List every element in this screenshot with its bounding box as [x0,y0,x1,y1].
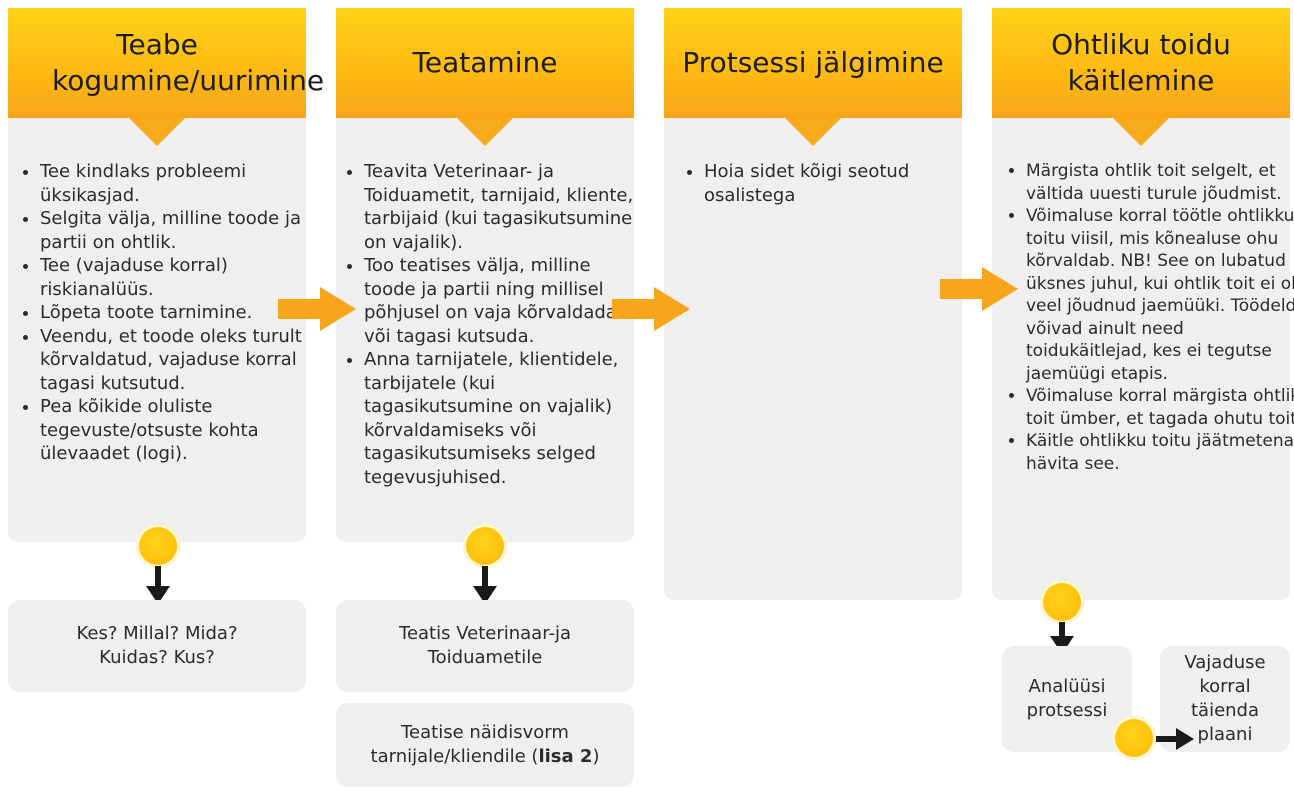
coin-connector-icon [463,524,507,568]
list-item: Võimaluse korral töötle ohtlikku toitu v… [1026,205,1294,385]
header-ohtliku-toidu-kaitlemine: Ohtliku toidu käitlemine [992,8,1290,118]
header-protsessi-jalgimine: Protsessi jälgimine [664,8,962,118]
down-arrow-icon [473,566,497,604]
template-text-end: ) [592,746,600,767]
notice-box: Teatis Veterinaar-ja Toiduametile [336,600,634,692]
list-item: Tee (vajaduse korral) riskianalüüs. [40,254,302,301]
list-item: Lõpeta toote tarnimine. [40,301,302,325]
header-title: Teabe kogumine/uurimine [52,28,325,97]
list-item: Hoia sidet kõigi seotud osalistega [704,160,966,207]
header-teabe-kogumine: Teabe kogumine/uurimine [8,8,325,118]
header-notch-icon [129,118,185,146]
list-item: Võimaluse korral märgista ohtlik toit üm… [1026,385,1294,430]
template-link-label: lisa 2 [538,746,593,767]
questions-box: Kes? Millal? Mida? Kuidas? Kus? [8,600,306,692]
template-box: Teatise näidisvorm tarnijale/kliendile (… [336,703,634,787]
header-notch-icon [457,118,513,146]
item-list-teabe-kogumine: Tee kindlaks probleemi üksikasjad. Selgi… [20,160,302,466]
list-item: Too teatises välja, milline toode ja par… [364,254,640,348]
list-item: Teavita Veterinaar- ja Toiduametit, tarn… [364,160,640,254]
flow-arrow-icon [278,287,356,331]
template-text-main: Teatise näidisvorm tarnijale/kliendile ( [370,722,569,767]
header-title: Teatamine [412,46,558,79]
coin-connector-icon [1112,716,1156,760]
item-list-ohtliku-toidu: Märgista ohtlik toit selgelt, et vältida… [1006,160,1294,475]
list-item: Veendu, et toode oleks turult kõrvaldatu… [40,325,302,396]
header-title: Protsessi jälgimine [682,46,944,79]
template-text: Teatise näidisvorm tarnijale/kliendile (… [355,721,615,769]
list-item: Pea kõikide oluliste tegevuste/otsuste k… [40,395,302,466]
header-notch-icon [1113,118,1169,146]
list-item: Tee kindlaks probleemi üksikasjad. [40,160,302,207]
item-list-teatamine: Teavita Veterinaar- ja Toiduametit, tarn… [344,160,640,489]
header-title: Ohtliku toidu käitlemine [1051,28,1231,97]
flow-arrow-icon [612,287,690,331]
supplement-plan-text: Vajaduse korral täienda plaani [1184,652,1266,745]
down-arrow-icon [146,566,170,604]
coin-connector-icon [1040,580,1084,624]
list-item: Märgista ohtlik toit selgelt, et vältida… [1026,160,1294,205]
header-notch-icon [785,118,841,146]
right-arrow-icon [1156,728,1194,750]
list-item: Selgita välja, milline toode ja partii o… [40,207,302,254]
header-teatamine: Teatamine [336,8,634,118]
list-item: Käitle ohtlikku toitu jäätmetena, hävita… [1026,430,1294,475]
list-item: Anna tarnijatele, klientidele, tarbijate… [364,348,640,489]
notice-text: Teatis Veterinaar-ja Toiduametile [399,623,571,668]
questions-text: Kes? Millal? Mida? Kuidas? Kus? [76,623,238,668]
item-list-protsessi-jalgimine: Hoia sidet kõigi seotud osalistega [684,160,966,207]
analyse-box: Analüüsi protsessi [1002,646,1132,752]
down-arrow-icon [1050,622,1074,654]
analyse-text: Analüüsi protsessi [1026,676,1108,721]
flow-arrow-icon [940,267,1018,311]
coin-connector-icon [136,524,180,568]
